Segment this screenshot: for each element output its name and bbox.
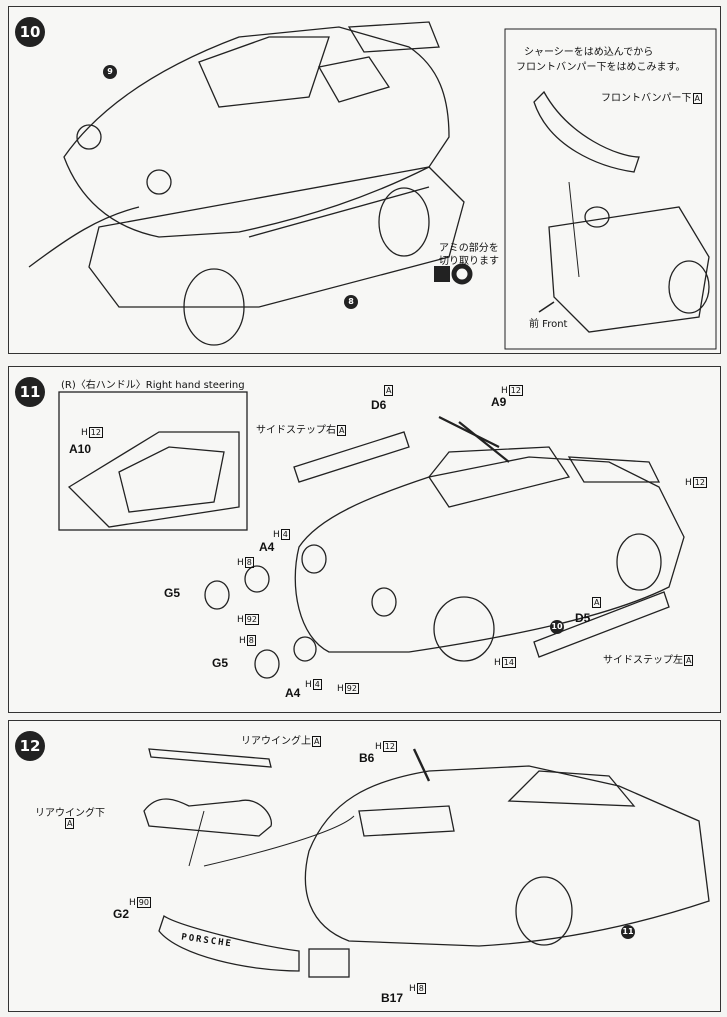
h-letter: H [81, 428, 88, 438]
part-tag: A [592, 597, 602, 608]
part-g5-bottom: G5 [212, 656, 229, 670]
steering-label: (R)〈右ハンドル〉Right hand steering [61, 380, 245, 391]
note-line-2: フロントバンパー下をはめこみます。 [516, 62, 686, 73]
step-number: 11 [15, 377, 45, 407]
d6-tag: A [383, 385, 394, 397]
h-box: 12 [692, 477, 707, 488]
h-box: 8 [244, 557, 254, 568]
h-letter: H [501, 386, 508, 396]
part-b17: B17 [381, 991, 404, 1005]
step-11-drawing [58, 391, 685, 679]
h-letter: H [305, 680, 312, 690]
part-tag: A [337, 424, 347, 436]
part-g5-top: G5 [164, 586, 181, 600]
h-letter: H [129, 898, 136, 908]
h-letter: H [239, 636, 246, 646]
body-callout: 9 [103, 65, 117, 79]
part-tag: A [692, 92, 702, 104]
step-10-drawing [28, 21, 717, 350]
h-letter: H [494, 658, 501, 668]
h-box: 90 [136, 897, 151, 908]
mesh-note-1: アミの部分を [439, 243, 499, 254]
h-box: 12 [382, 741, 397, 752]
h-letter: H [337, 684, 344, 694]
part-b6: B6 [359, 751, 375, 765]
step-12-drawing [143, 748, 710, 978]
step-10-panel: 10 9 8 シャーシーをはめ込んでから フロントバンパー下をはめこみます。 フ… [8, 6, 721, 354]
note-line-1: シャーシーをはめ込んでから [524, 47, 654, 58]
h-box: 8 [416, 983, 426, 994]
h-letter: H [375, 742, 382, 752]
d5-tag: A [591, 597, 602, 609]
h-letter: H [685, 478, 692, 488]
part-tag: A [65, 818, 75, 829]
front-direction-label: 前 Front [529, 319, 568, 330]
wing-upper-text: リアウイング上 [241, 736, 311, 747]
part-a4-bottom: A4 [285, 686, 301, 700]
h-box: 4 [280, 529, 290, 540]
h-box: 92 [244, 614, 259, 625]
part-tag: A [684, 654, 694, 666]
wing-lower-label: リアウイング下 [35, 808, 105, 819]
part-g2: G2 [113, 907, 130, 921]
part-a10: A10 [69, 442, 92, 456]
body-callout: 11 [621, 925, 635, 939]
part-a4-top: A4 [259, 540, 275, 554]
step-number: 12 [15, 731, 45, 761]
h-letter: H [237, 558, 244, 568]
h-letter: H [273, 530, 280, 540]
part-tag: A [312, 735, 322, 747]
part-tag: A [384, 385, 394, 396]
h-box: 14 [501, 657, 516, 668]
h-box: 92 [344, 683, 359, 694]
side-step-right-text: サイドステップ右 [256, 425, 336, 436]
h-box: 4 [312, 679, 322, 690]
body-callout: 10 [550, 620, 564, 634]
front-bumper-text: フロントバンパー下 [601, 93, 692, 104]
side-step-left-text: サイドステップ左 [603, 655, 683, 666]
chassis-callout: 8 [344, 295, 358, 309]
wing-lower-tag: A [64, 818, 75, 830]
step-number: 10 [15, 17, 45, 47]
part-d6: D6 [371, 398, 387, 412]
h-box: 12 [88, 427, 103, 438]
h-box: 8 [246, 635, 256, 646]
part-a9: A9 [491, 395, 507, 409]
h-box: 12 [508, 385, 523, 396]
mesh-note-2: 切り取ります [439, 256, 499, 267]
part-d5: D5 [575, 611, 591, 625]
h-letter: H [409, 984, 416, 994]
h-letter: H [237, 615, 244, 625]
